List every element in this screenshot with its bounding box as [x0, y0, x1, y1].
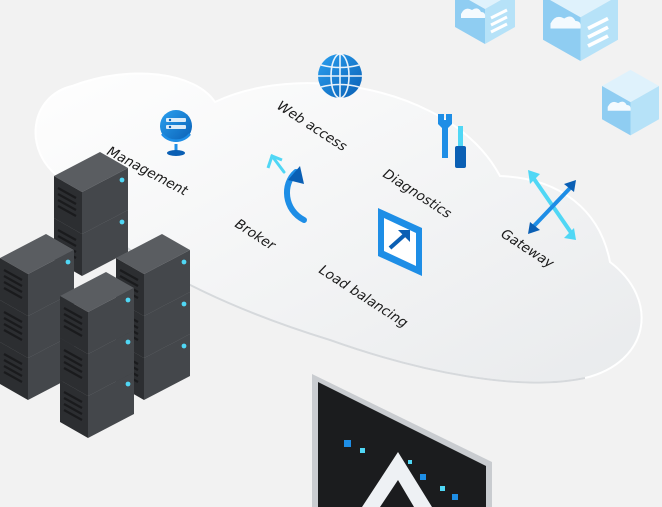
globe-monitor-icon: [160, 110, 192, 156]
cloud-cube-icon: [602, 69, 659, 136]
tools-icon: [438, 114, 466, 168]
globe-icon: [318, 53, 362, 99]
cloud-cube-icon: [455, 0, 515, 44]
window-arrow-icon: [378, 208, 422, 276]
cloud-cube-icon: [543, 0, 618, 61]
azure-monitor-icon: [312, 374, 492, 507]
curved-arrow-icon: [266, 154, 307, 223]
cross-arrows-icon: [528, 170, 576, 240]
